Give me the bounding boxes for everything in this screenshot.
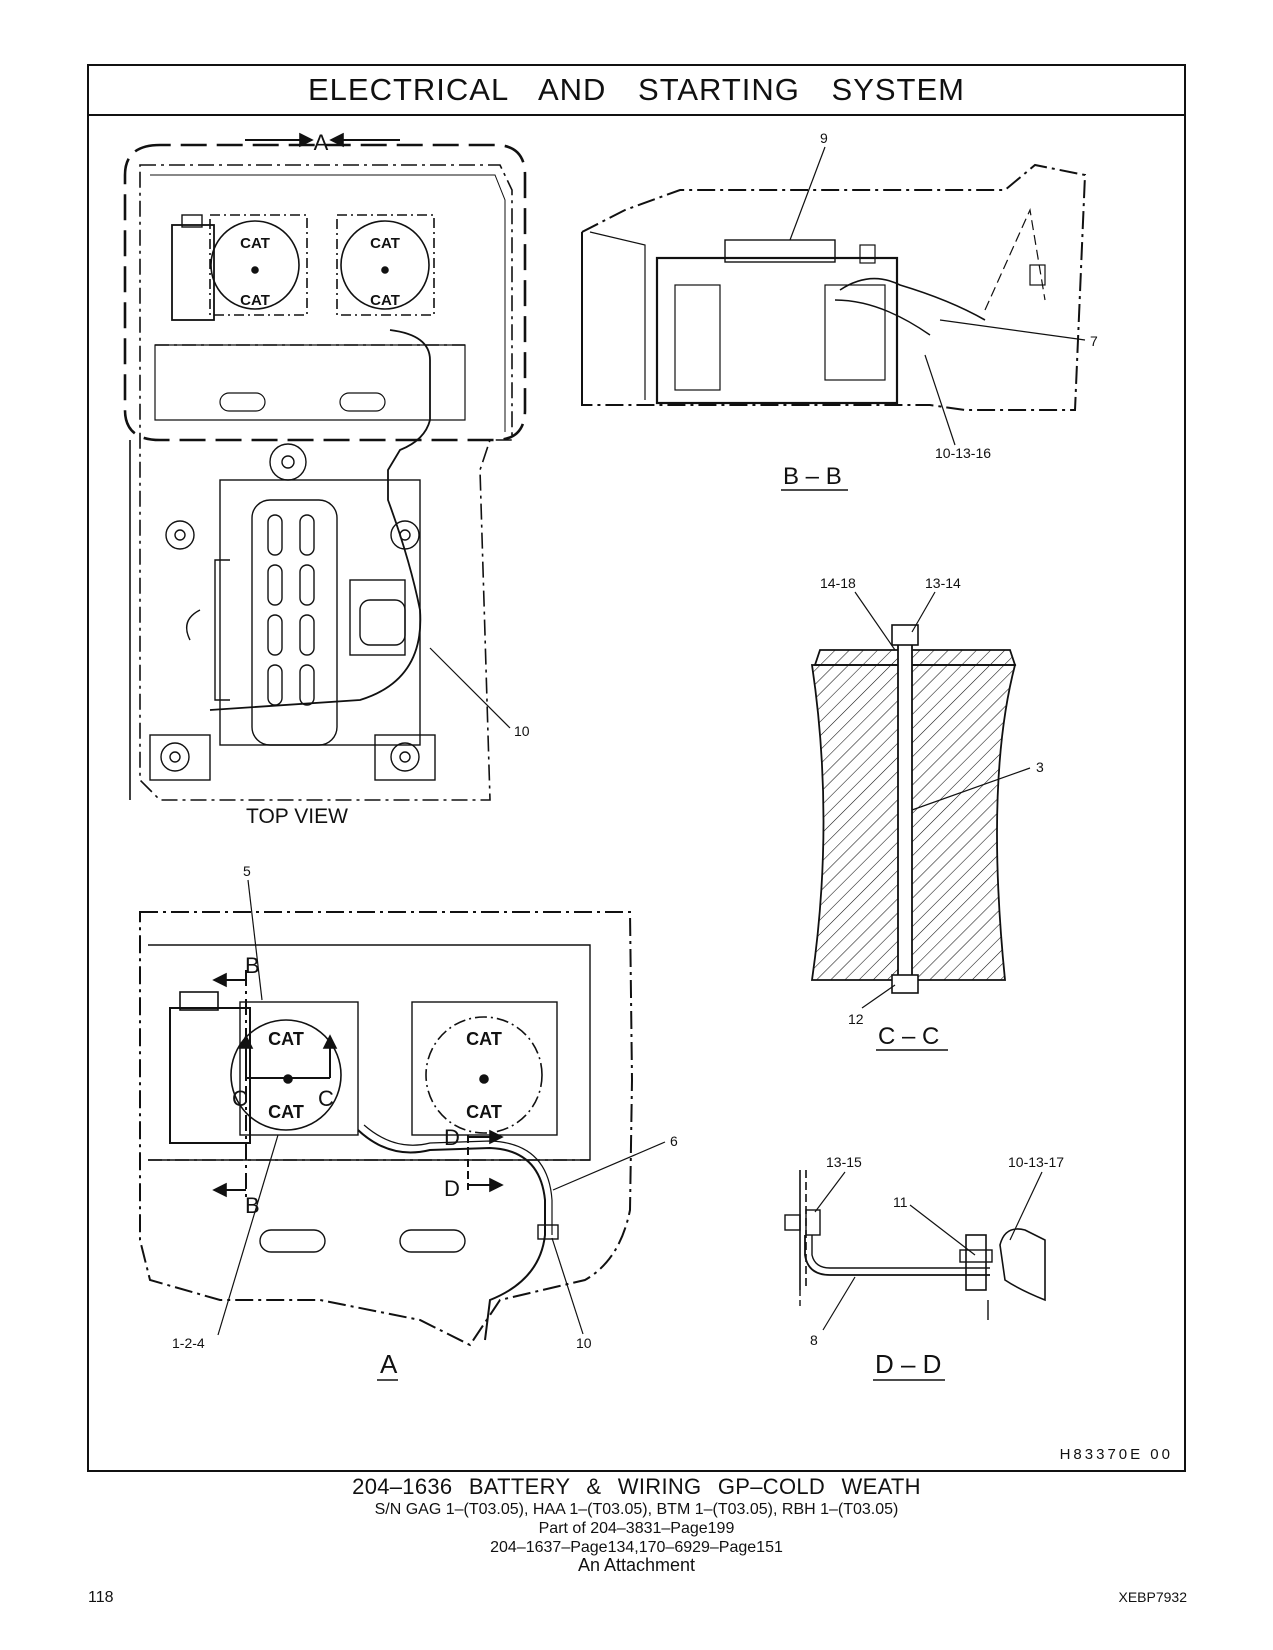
- callout-7: 7: [1090, 333, 1098, 349]
- section-dd-drawing: 13-15 10-13-17 11 8 D – D: [784, 1154, 1064, 1381]
- section-bb-drawing: 9 7 10-13-16 B – B: [581, 130, 1098, 491]
- page-title: ELECTRICAL AND STARTING SYSTEM: [89, 66, 1184, 116]
- page-number: 118: [88, 1589, 114, 1606]
- top-view-label: TOP VIEW: [246, 805, 348, 828]
- section-marker-b-top: B: [245, 953, 260, 978]
- caption-references: 204–1637–Page134,170–6929–Page151: [490, 1539, 783, 1556]
- section-marker-c-left: C: [232, 1086, 248, 1111]
- section-marker-b-bottom: B: [245, 1193, 260, 1218]
- callout-10-13-16: 10-13-16: [935, 445, 991, 461]
- callout-8: 8: [810, 1332, 818, 1348]
- callout-14-18: 14-18: [820, 575, 856, 591]
- caption-part-name: 204–1636 BATTERY & WIRING GP–COLD WEATH: [352, 1474, 921, 1499]
- svg-text:CAT: CAT: [268, 1029, 304, 1049]
- callout-13-15: 13-15: [826, 1154, 862, 1170]
- section-dd-label: D – D: [875, 1349, 941, 1379]
- callout-10-13-17: 10-13-17: [1008, 1154, 1064, 1170]
- callout-6: 6: [670, 1133, 678, 1149]
- svg-text:CAT: CAT: [370, 292, 400, 309]
- section-cc-label: C – C: [878, 1023, 939, 1050]
- document-id: XEBP7932: [1118, 1589, 1188, 1605]
- svg-text:CAT: CAT: [240, 292, 270, 309]
- diagram-frame: ELECTRICAL AND STARTING SYSTEM: [87, 64, 1186, 1472]
- caption-part-of: Part of 204–3831–Page199: [538, 1520, 735, 1537]
- section-a-drawing: CAT CAT CAT CAT B B C C D D: [139, 863, 678, 1381]
- callout-12: 12: [848, 1011, 864, 1027]
- callout-1-2-4: 1-2-4: [172, 1335, 205, 1351]
- section-a-label: A: [380, 1349, 398, 1379]
- callout-13-14: 13-14: [925, 575, 961, 591]
- section-bb-label: B – B: [783, 463, 842, 490]
- section-marker-d-top: D: [444, 1125, 460, 1150]
- callout-3: 3: [1036, 759, 1044, 775]
- section-cc-drawing: 14-18 13-14 3 12 C – C: [810, 575, 1044, 1051]
- svg-text:CAT: CAT: [466, 1029, 502, 1049]
- section-marker-c-right: C: [318, 1086, 334, 1111]
- section-marker-d-bottom: D: [444, 1176, 460, 1201]
- caption-serial-numbers: S/N GAG 1–(T03.05), HAA 1–(T03.05), BTM …: [374, 1501, 899, 1518]
- svg-text:CAT: CAT: [370, 235, 400, 252]
- svg-text:CAT: CAT: [466, 1102, 502, 1122]
- drawing-number: H83370E 00: [1059, 1446, 1173, 1463]
- callout-5: 5: [243, 863, 251, 879]
- callout-10-a: 10: [576, 1335, 592, 1351]
- callout-11: 11: [893, 1194, 908, 1210]
- caption-attachment: An Attachment: [577, 1555, 696, 1575]
- callout-10: 10: [514, 723, 530, 739]
- svg-text:CAT: CAT: [240, 235, 270, 252]
- section-marker-a: A: [314, 130, 329, 155]
- top-view-drawing: A CAT CAT CAT CAT: [123, 130, 530, 828]
- callout-9: 9: [820, 130, 828, 146]
- svg-text:CAT: CAT: [268, 1102, 304, 1122]
